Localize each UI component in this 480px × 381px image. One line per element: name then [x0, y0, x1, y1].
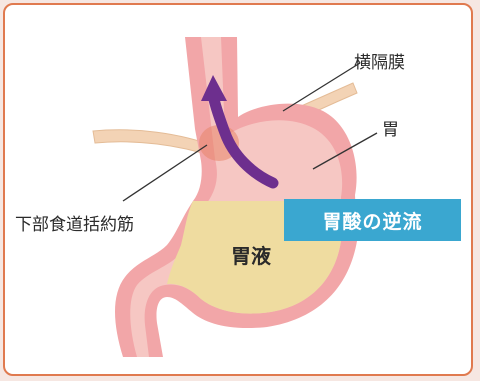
label-gastric-juice: 胃液	[231, 240, 271, 269]
reflux-label-box: 胃酸の逆流	[284, 199, 461, 241]
leader-sphincter	[123, 145, 207, 201]
diagram-frame: 横隔膜 胃 下部食道括約筋 胃液 胃酸の逆流	[3, 3, 473, 376]
reflux-label: 胃酸の逆流	[322, 207, 422, 234]
label-diaphragm: 横隔膜	[354, 48, 405, 73]
label-stomach: 胃	[382, 115, 399, 140]
label-sphincter: 下部食道括約筋	[15, 210, 134, 235]
